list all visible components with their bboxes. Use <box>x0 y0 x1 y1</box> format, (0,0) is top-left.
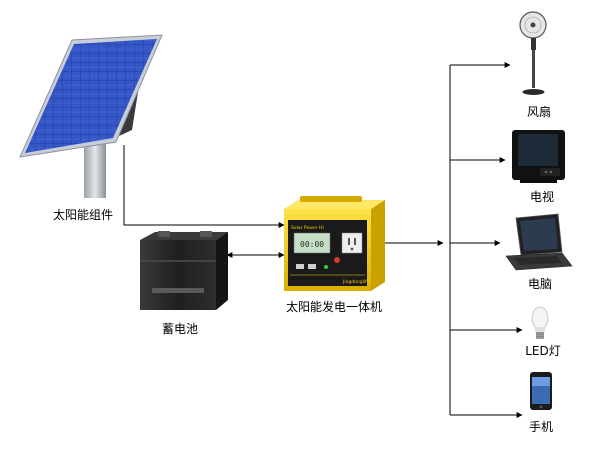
led-bulb-base <box>536 332 544 339</box>
controller-socket <box>341 232 363 254</box>
controller-brand-text: Solar Power HI <box>291 225 324 231</box>
battery-image <box>140 231 228 310</box>
load-label-fan: 风扇 <box>526 105 552 119</box>
tv-image <box>512 130 565 183</box>
panel-cells <box>25 39 157 153</box>
load-label-phone: 手机 <box>528 420 554 434</box>
led-bulb-neck <box>535 327 545 332</box>
controller-usb-left <box>296 264 304 269</box>
solar-panel-label: 太阳能组件 <box>53 208 114 222</box>
controller-image: Solar Power HI 00:00 Jingdonglife <box>284 196 385 291</box>
load-label-tv: 电视 <box>529 190 555 204</box>
controller-knob <box>334 257 340 263</box>
fan-base <box>522 89 545 95</box>
battery-right-terminal <box>200 231 212 237</box>
connections <box>123 62 523 418</box>
fan-image <box>519 11 547 95</box>
controller-usb-right <box>308 264 316 269</box>
battery-label: 蓄电池 <box>161 322 199 336</box>
solar-panel-image <box>19 34 163 198</box>
fan-pole <box>532 50 535 88</box>
load-label-laptop: 电脑 <box>527 277 553 291</box>
controller-lcd-text: 00:00 <box>300 240 324 249</box>
load-label-led: LED灯 <box>525 344 561 358</box>
phone-image <box>530 372 552 410</box>
solar-to-controller-line <box>123 145 285 228</box>
fan-body <box>531 38 536 50</box>
controller-led <box>324 265 328 269</box>
controller-lcd <box>293 232 331 254</box>
controller-label: 太阳能发电一体机 <box>285 300 383 314</box>
controller-logo-text: Jingdonglife <box>342 279 370 285</box>
phone-home-button <box>539 405 543 409</box>
controller-handle <box>300 196 362 202</box>
battery-left-terminal <box>158 231 170 237</box>
led-bulb-glass <box>531 306 549 330</box>
laptop-image <box>505 213 573 271</box>
tv-stand <box>520 180 557 183</box>
tv-screen <box>518 134 558 166</box>
led-bulb-image <box>531 306 549 339</box>
